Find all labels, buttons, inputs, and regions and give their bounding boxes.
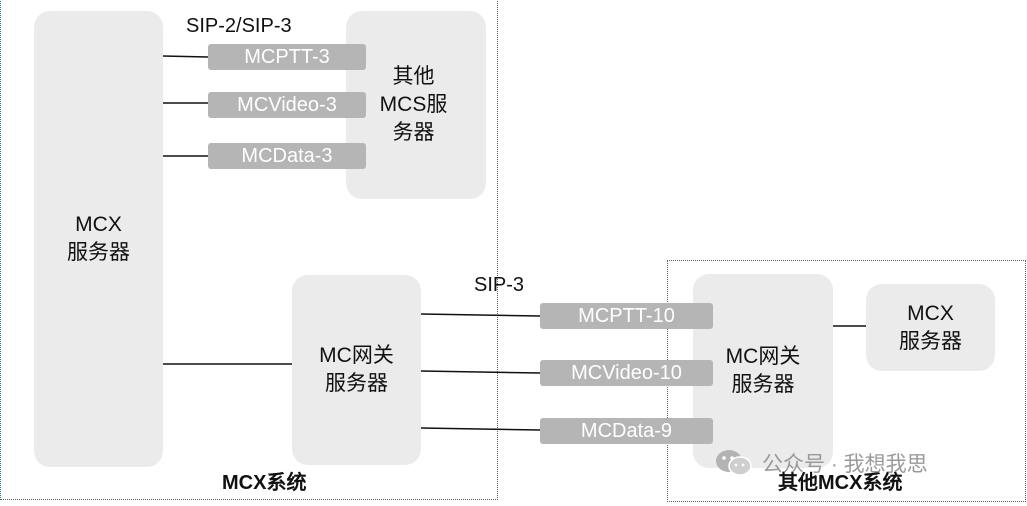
wechat-icon xyxy=(716,450,752,476)
protocol-label-sip-3: SIP-3 xyxy=(474,274,525,296)
interface-mcptt-3: MCPTT-3 xyxy=(208,44,366,70)
line-mcvideo-10 xyxy=(420,370,541,374)
mcx-system-label: MCX系统 xyxy=(222,472,307,494)
mcx-server-right-line2: 服务器 xyxy=(899,329,962,353)
mc-gateway-right-line2: 服务器 xyxy=(731,373,795,396)
mc-gateway-server-left: MC网关 服务器 xyxy=(292,275,421,465)
mc-gateway-left-line2: 服务器 xyxy=(324,372,388,395)
line-mcptt-10 xyxy=(420,313,541,317)
watermark-text: 公众号 · 我想我思 xyxy=(762,453,928,476)
other-mcs-server-line2: MCS服 xyxy=(379,93,448,116)
mcx-server-left: MCX 服务器 xyxy=(34,11,163,467)
mc-gateway-left-line1: MC网关 xyxy=(319,344,394,367)
other-mcs-server-line1: 其他 xyxy=(392,65,435,88)
interface-mcvideo-3: MCVideo-3 xyxy=(208,92,366,118)
interface-mcvideo-10: MCVideo-10 xyxy=(540,360,713,386)
mcx-server-right-line1: MCX xyxy=(907,301,954,325)
other-mcx-system-label: 其他MCX系统 xyxy=(778,472,903,494)
mc-gateway-server-right: MC网关 服务器 xyxy=(693,274,833,468)
interface-mcdata-9: MCData-9 xyxy=(540,418,713,444)
other-mcs-server: 其他 MCS服 务器 xyxy=(346,11,486,199)
mcx-server-left-line2: 服务器 xyxy=(67,241,130,264)
mcx-system-frame xyxy=(0,0,498,500)
mc-gateway-right-line1: MC网关 xyxy=(725,345,801,368)
watermark: 公众号 · 我想我思 xyxy=(714,448,928,478)
other-mcs-server-line3: 务器 xyxy=(392,121,435,144)
mcx-server-right: MCX 服务器 xyxy=(866,284,995,371)
mcx-server-left-line1: MCX xyxy=(75,213,122,236)
protocol-label-sip-2-sip-3: SIP-2/SIP-3 xyxy=(186,15,292,37)
line-mcdata-9 xyxy=(420,427,541,431)
line-mcptt-3 xyxy=(162,55,209,58)
interface-mcptt-10: MCPTT-10 xyxy=(540,303,713,329)
interface-mcdata-3: MCData-3 xyxy=(208,143,366,169)
